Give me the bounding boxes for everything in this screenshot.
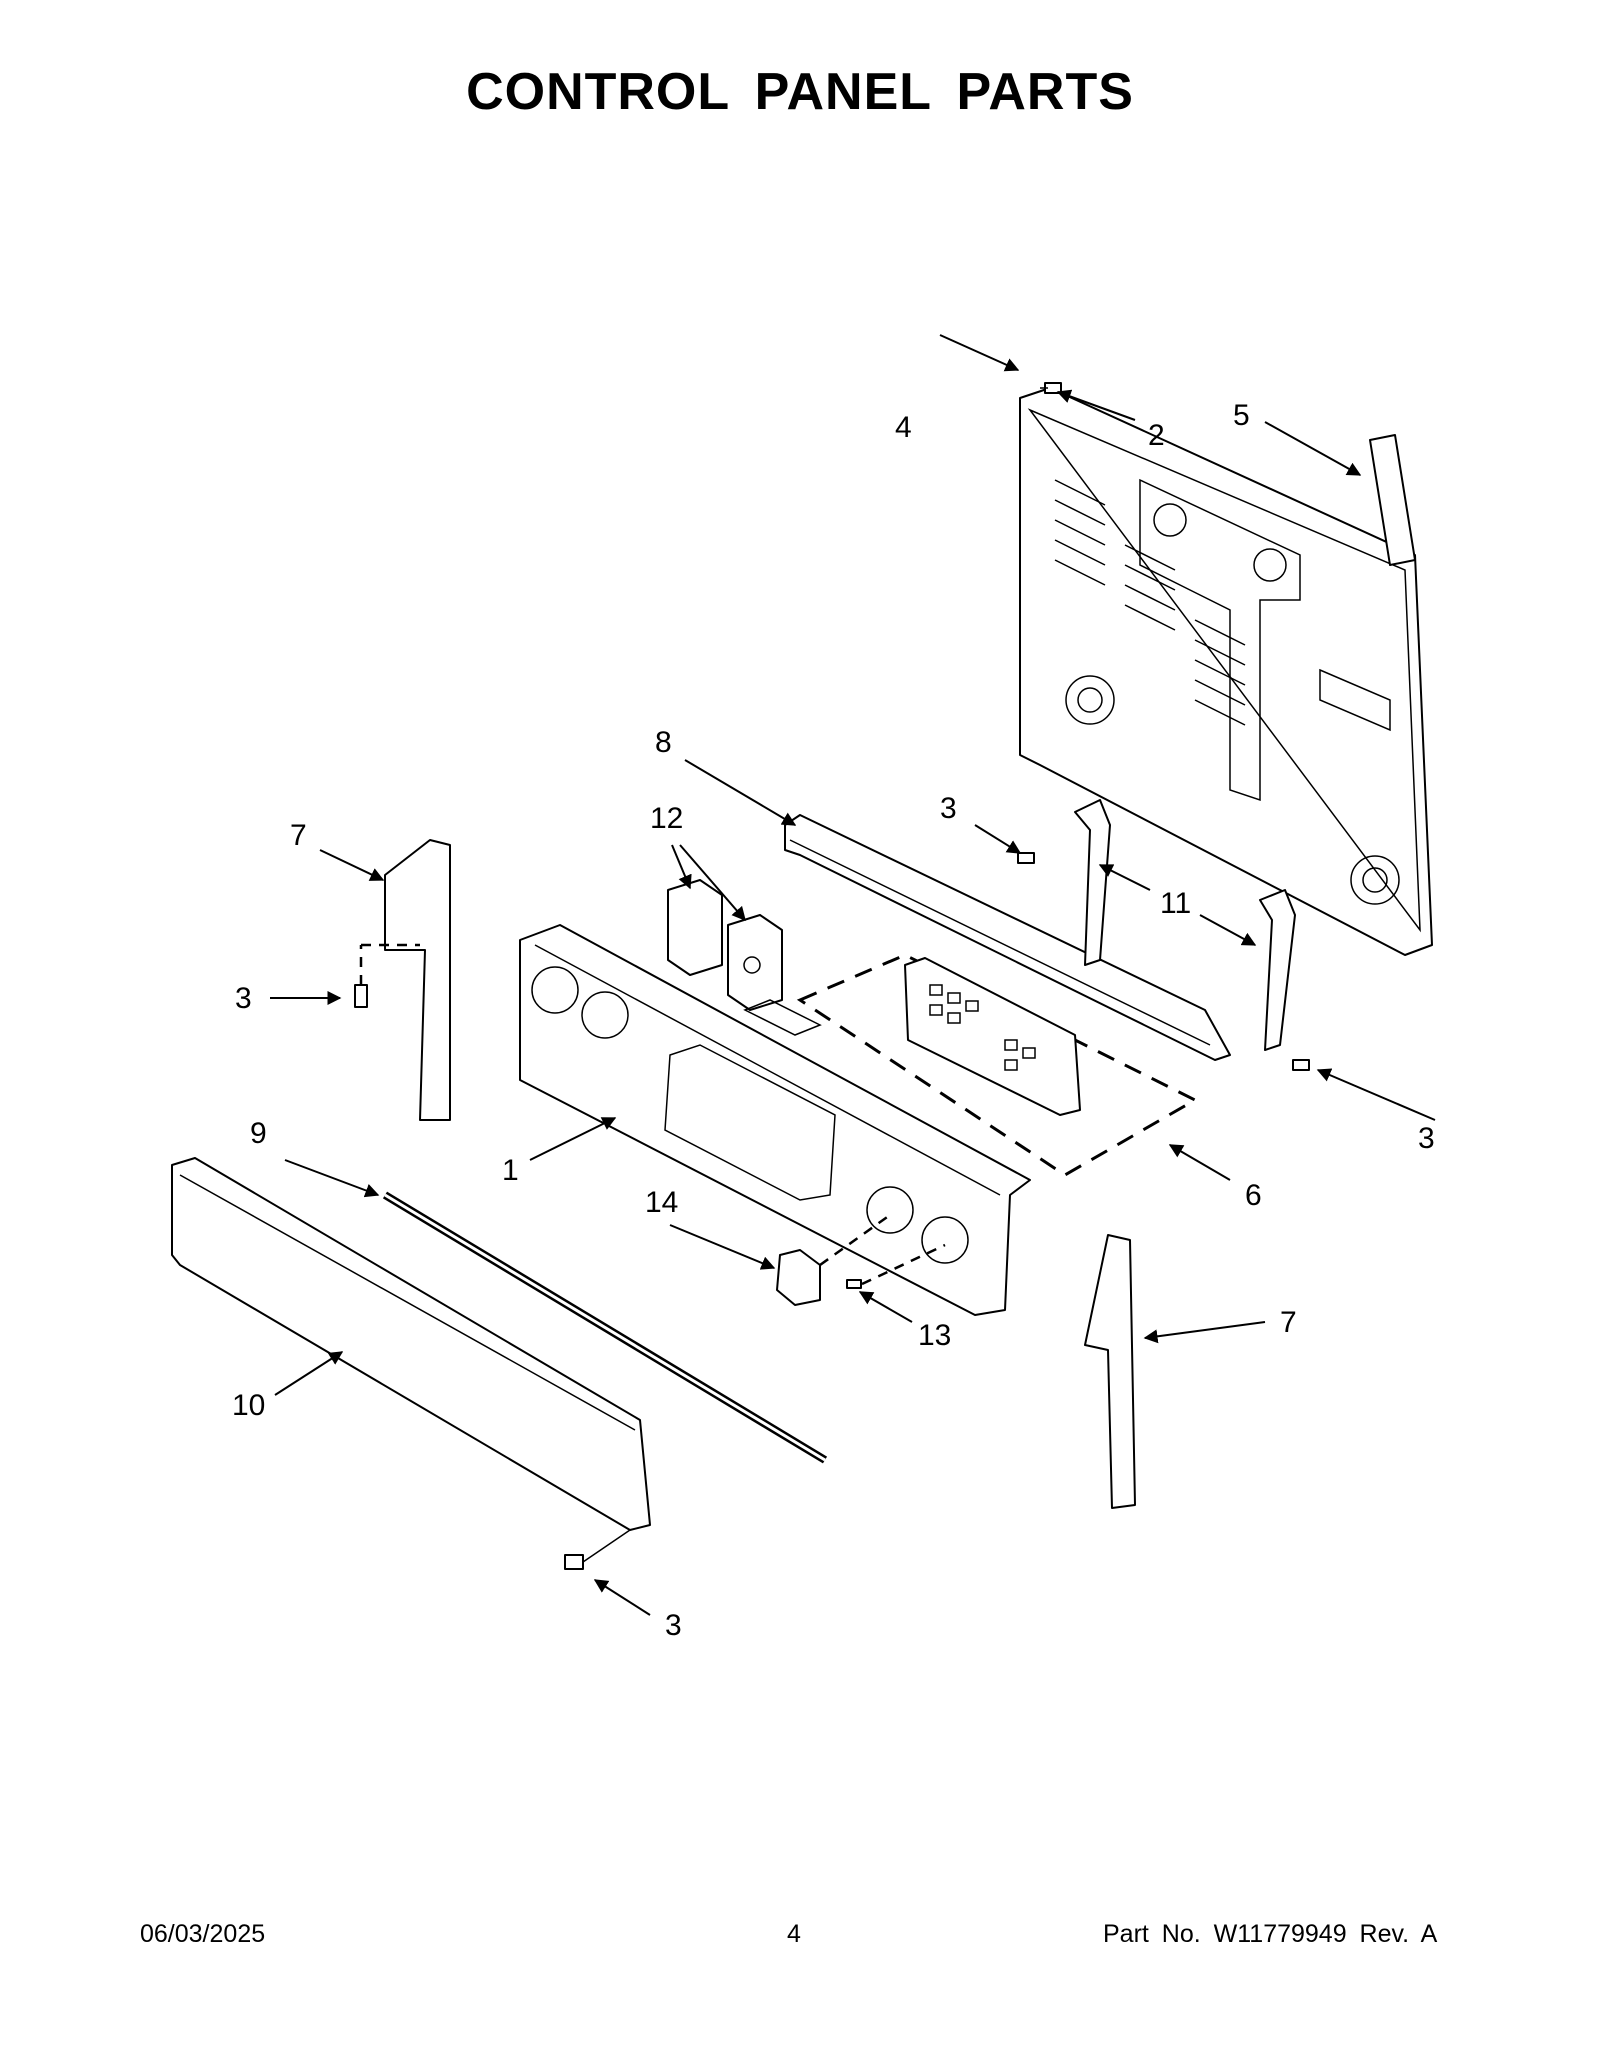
callout-13: 13 [918,1319,951,1352]
callout-3-right: 3 [1418,1122,1435,1155]
control-board-outline [796,953,1199,1177]
screw-2 [1040,382,1062,394]
callout-8: 8 [655,726,672,759]
end-cap-left [384,839,451,1121]
control-board [904,957,1081,1116]
footer-page-number: 4 [787,1920,801,1948]
control-panel-console [519,924,1031,1316]
callout-3-left: 3 [235,982,252,1015]
callout-5: 5 [1233,399,1250,432]
callout-3-bottom: 3 [665,1609,682,1642]
footer-date: 06/03/2025 [140,1920,266,1948]
leader-lines [270,334,1436,1616]
callout-7-left: 7 [290,819,307,852]
knob [776,1249,821,1306]
screw-3-b [1017,852,1035,864]
screw-3-a [354,984,368,1008]
screw-3-d [564,1554,584,1570]
callout-3-top: 3 [940,792,957,825]
callout-12: 12 [650,802,683,835]
control-bracket-strip [784,814,1231,1061]
small-bracket [1369,434,1416,566]
support-bracket-right [1259,889,1296,1051]
callout-6: 6 [1245,1179,1262,1212]
rear-panel-bracket [1019,387,1433,956]
callout-9: 9 [250,1117,267,1150]
lower-panel [171,1157,651,1531]
callout-11: 11 [1160,887,1191,920]
footer-part-number: Part No. W11779949 Rev. A [1103,1920,1438,1948]
callout-4: 4 [895,411,912,444]
callout-14: 14 [645,1186,678,1219]
screw-3-c [1292,1059,1310,1071]
screw-13 [846,1279,862,1289]
switch-pair [667,879,783,1011]
page-title: CONTROL PANEL PARTS [466,63,1134,121]
callout-10: 10 [232,1389,265,1422]
callout-7-right: 7 [1280,1306,1297,1339]
support-bracket-left [1074,799,1111,966]
end-cap-right [1084,1234,1136,1509]
callout-1: 1 [502,1154,519,1187]
callout-2: 2 [1148,419,1165,452]
